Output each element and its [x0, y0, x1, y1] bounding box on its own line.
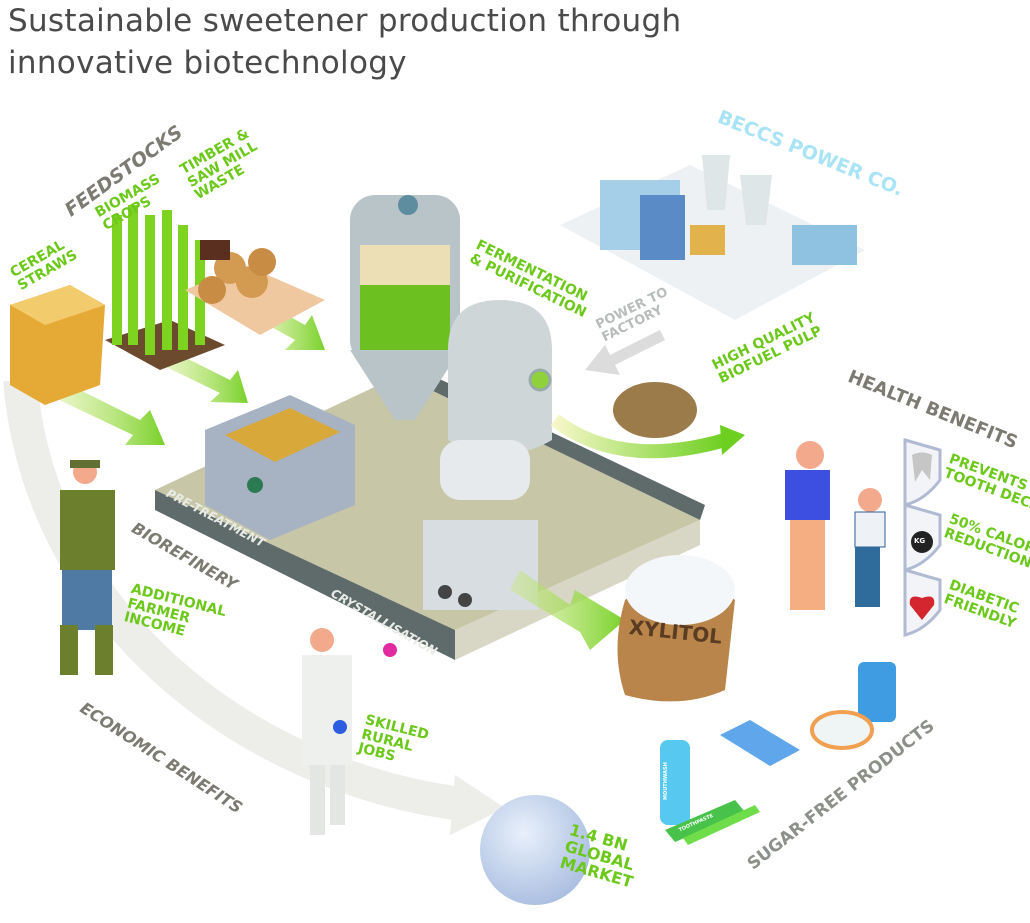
farmer-figure	[60, 460, 115, 675]
mouthwash-label: MOUTHWASH	[663, 762, 669, 800]
kg-badge: KG	[914, 537, 926, 545]
arrow-to-xylitol	[510, 570, 625, 650]
child-figure	[854, 488, 886, 607]
arrow-straw	[55, 380, 165, 445]
biorefinery-platform-edge	[155, 490, 455, 660]
drink-can	[858, 662, 896, 722]
heart-shield-icon	[903, 568, 942, 637]
title-line-1: Sustainable sweetener production through	[8, 3, 682, 39]
power-to-factory-arrow	[585, 330, 665, 375]
cooling-tower	[702, 155, 730, 210]
purification-vessel	[448, 300, 552, 455]
arrow-crops	[162, 350, 248, 403]
biofuel-pulp-pile	[613, 382, 697, 438]
biofuel-arrow	[550, 414, 727, 459]
title-line-2: innovative biotechnology	[8, 45, 407, 81]
economic-arc	[3, 378, 472, 822]
tooth-shield-icon	[903, 438, 942, 507]
scientist-figure	[302, 628, 397, 835]
page-title: Sustainable sweetener production through…	[8, 0, 681, 84]
donut	[810, 710, 874, 750]
globe	[480, 795, 590, 905]
gum-pack	[720, 720, 800, 766]
economic-arc-arrowhead	[450, 775, 505, 835]
crystalliser	[440, 440, 530, 500]
toothpaste-tube	[665, 800, 745, 842]
toothbrush	[683, 805, 760, 845]
mother-figure	[785, 441, 830, 610]
mouthwash-bottle	[660, 740, 690, 825]
cooling-tower	[740, 175, 772, 225]
timber-logs	[198, 240, 276, 304]
